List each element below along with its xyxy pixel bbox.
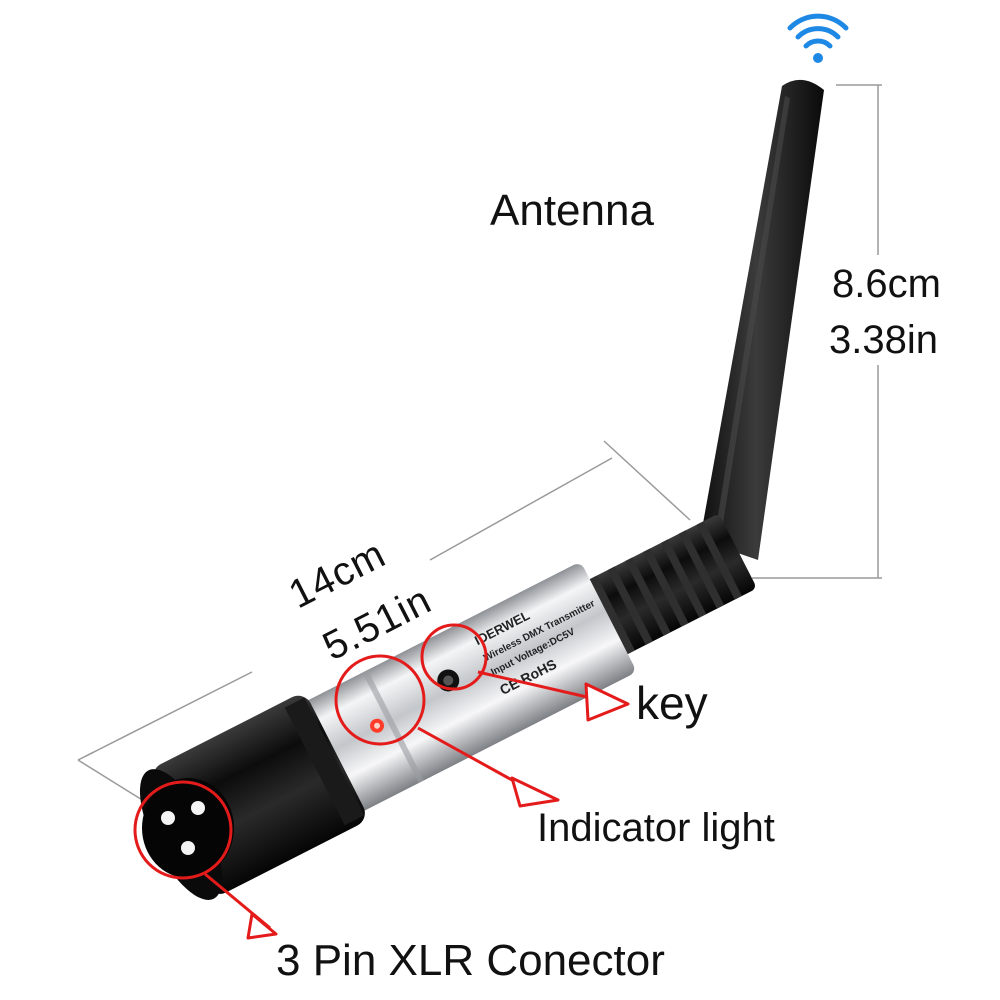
key-label: key xyxy=(636,677,708,729)
connector-callout-circle xyxy=(133,780,233,880)
wifi-icon xyxy=(787,13,849,63)
xlr-face xyxy=(142,778,234,878)
height-in-label: 3.38in xyxy=(829,318,938,362)
antenna xyxy=(700,79,824,560)
callouts xyxy=(133,623,601,930)
xlr-connector-label: 3 Pin XLR Conector xyxy=(276,936,665,985)
height-cm-label: 8.6cm xyxy=(832,262,941,306)
key-callout-circle xyxy=(420,623,488,691)
antenna-label: Antenna xyxy=(490,186,654,235)
height-dimension xyxy=(752,84,882,579)
indicator-callout-circle xyxy=(334,654,426,746)
indicator-light-label: Indicator light xyxy=(537,806,775,850)
callout-arrows xyxy=(246,682,630,940)
length-dimension xyxy=(77,440,691,807)
